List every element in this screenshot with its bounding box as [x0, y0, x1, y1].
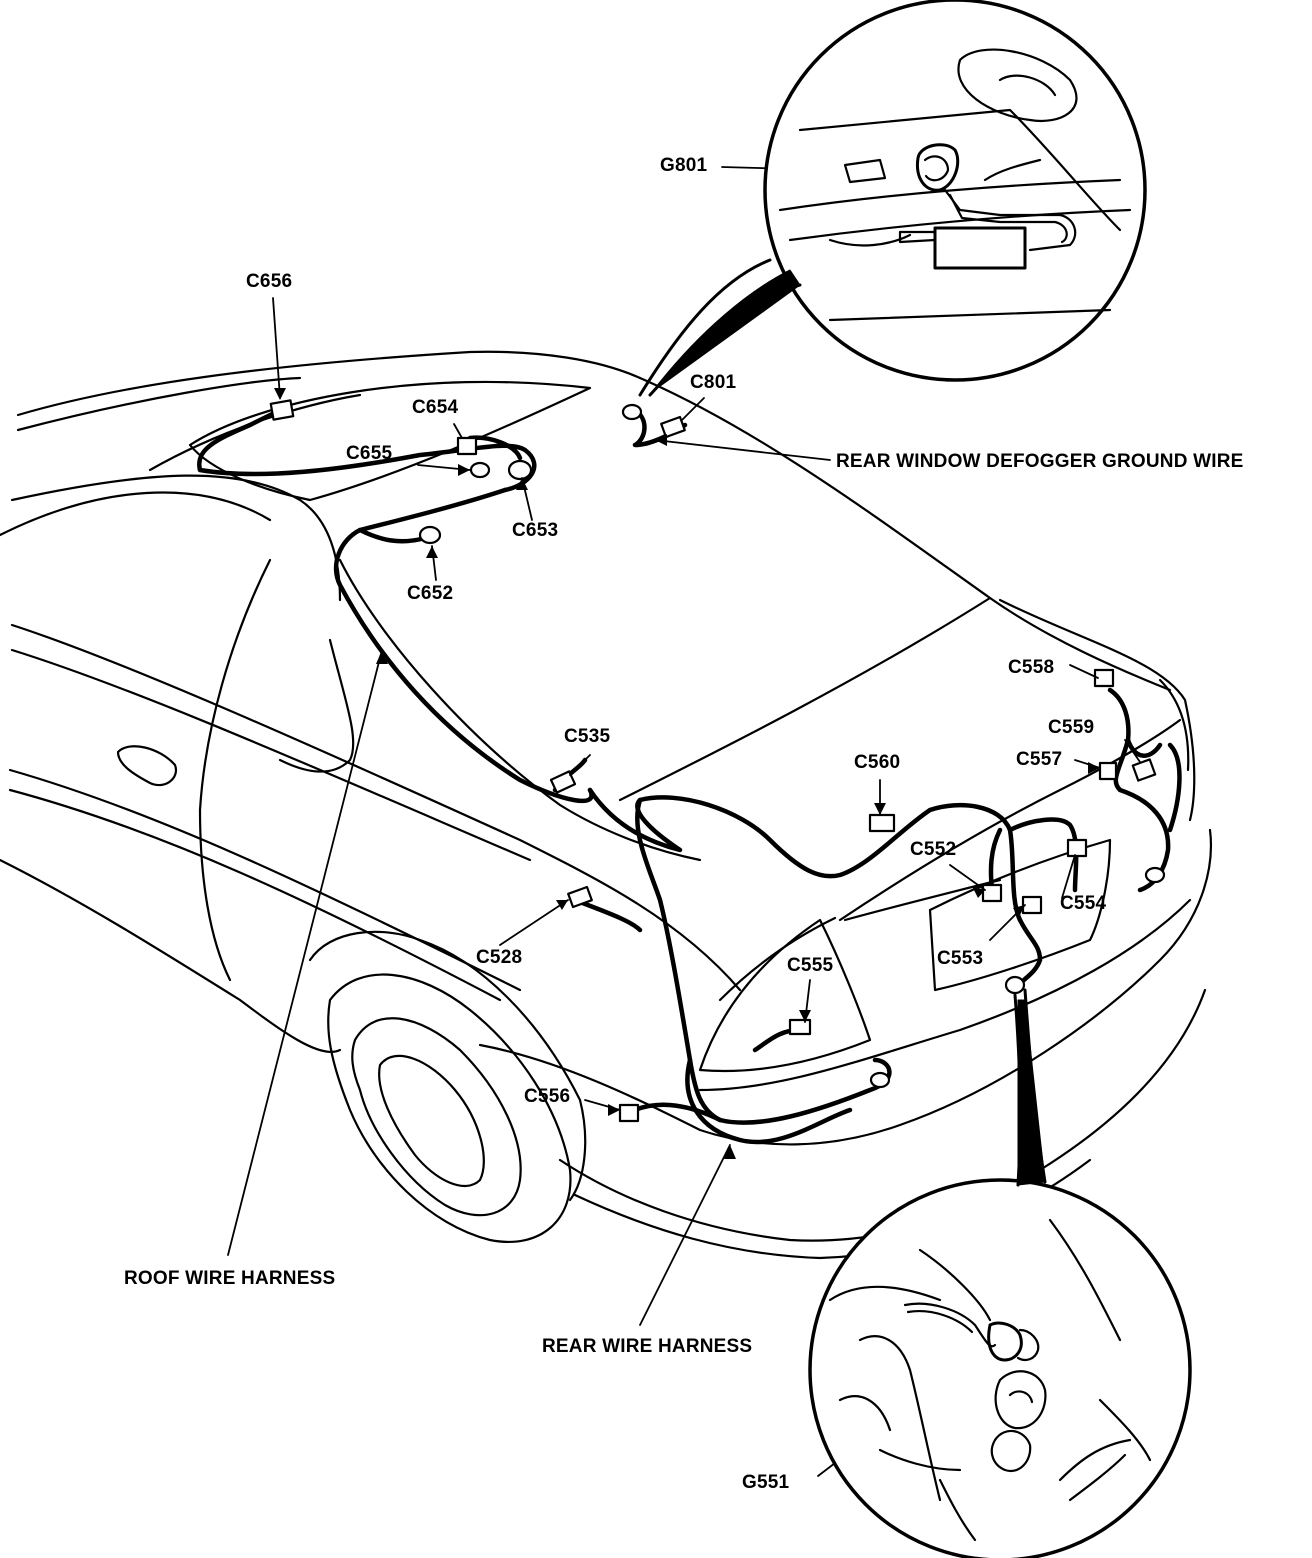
label-c535: C535	[564, 726, 611, 747]
label-c558: C558	[1008, 657, 1055, 678]
label-g551: G551	[742, 1472, 790, 1493]
label-c560: C560	[854, 752, 901, 773]
label-c655: C655	[346, 443, 393, 464]
harness-wires	[197, 403, 1182, 1145]
label-c801: C801	[690, 372, 737, 393]
label-rear-wire-harness: REAR WIRE HARNESS	[542, 1336, 753, 1357]
label-c553: C553	[937, 948, 984, 969]
label-c528: C528	[476, 947, 523, 968]
label-c554: C554	[1060, 893, 1107, 914]
label-roof-wire-harness: ROOF WIRE HARNESS	[124, 1268, 336, 1289]
label-c559: C559	[1048, 717, 1095, 738]
g551-detail-callout	[808, 988, 1192, 1558]
label-c656: C656	[246, 271, 293, 292]
label-c653: C653	[512, 520, 559, 541]
connector-shapes	[269, 399, 1166, 1123]
label-rear-window-defogger-ground-wire: REAR WINDOW DEFOGGER GROUND WIRE	[836, 451, 1244, 472]
label-g801: G801	[660, 155, 708, 176]
label-c552: C552	[910, 839, 957, 860]
g801-detail-callout	[638, 0, 1147, 397]
label-c556: C556	[524, 1086, 571, 1107]
label-c654: C654	[412, 397, 459, 418]
label-c557: C557	[1016, 749, 1063, 770]
label-c555: C555	[787, 955, 834, 976]
label-c652: C652	[407, 583, 454, 604]
